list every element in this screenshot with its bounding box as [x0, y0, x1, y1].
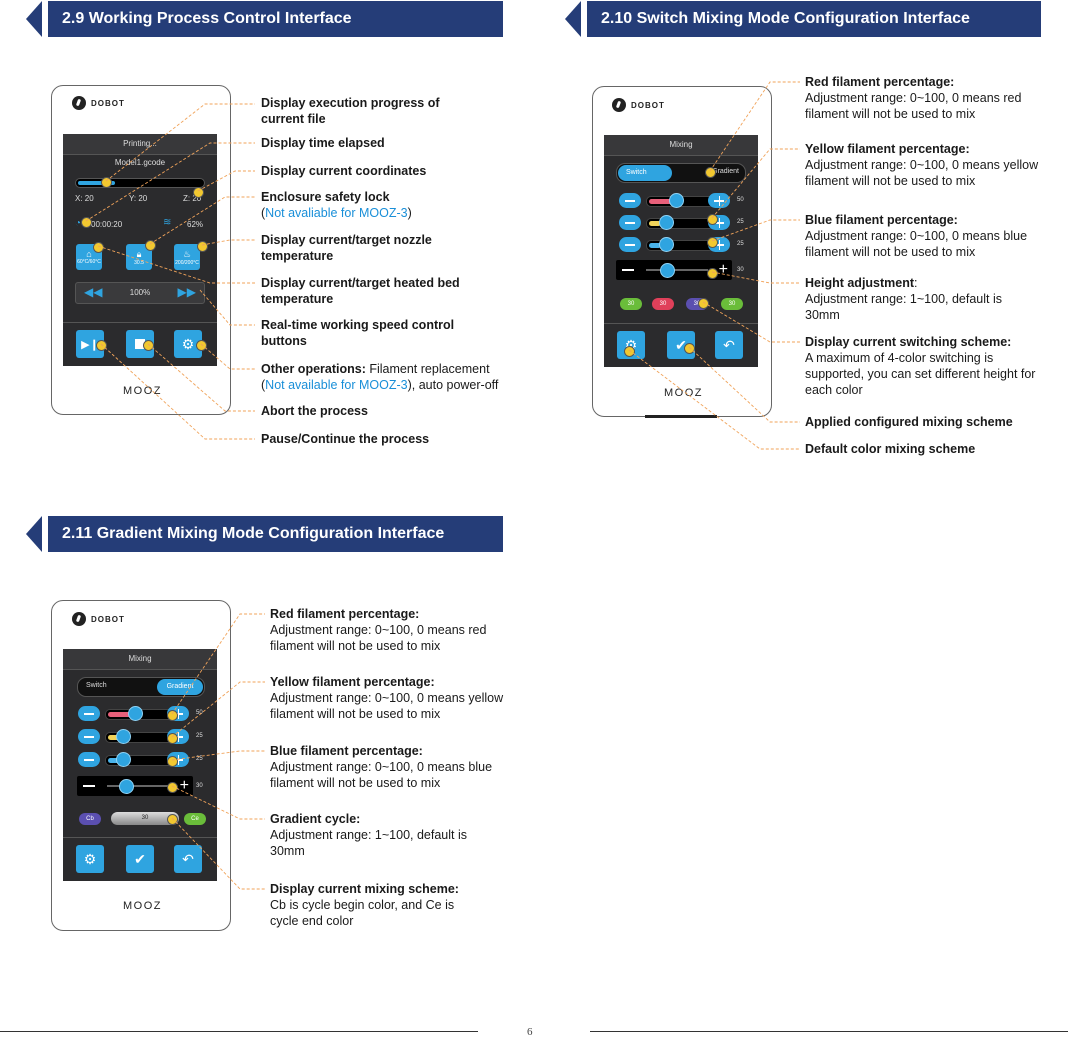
footer-rule-right [590, 1031, 1068, 1032]
page-number: 6 [527, 1026, 533, 1038]
footer-rule-left [0, 1031, 478, 1032]
